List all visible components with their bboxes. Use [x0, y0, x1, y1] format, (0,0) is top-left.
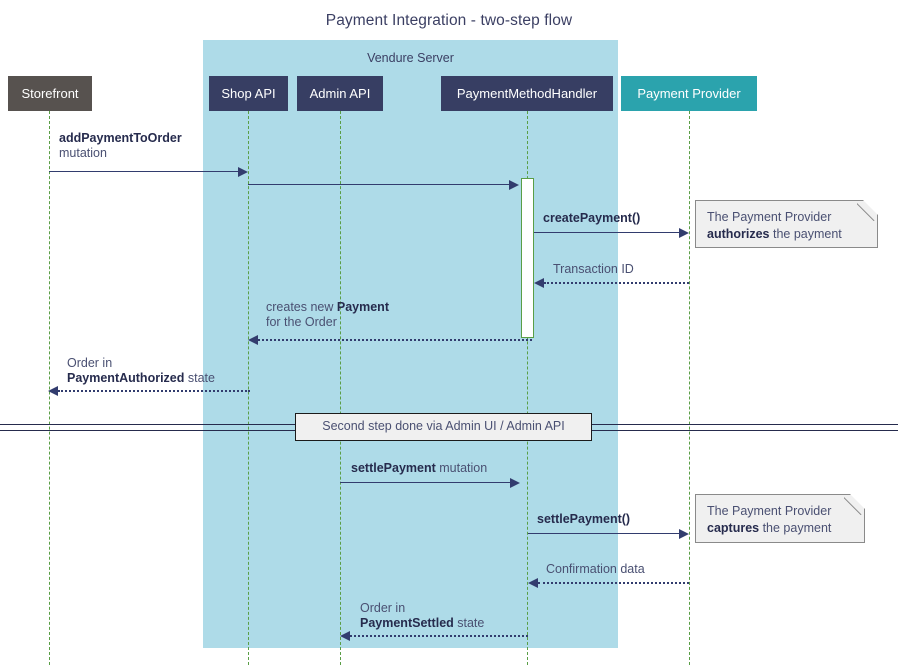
message-arrow-create-payment [534, 232, 680, 233]
message-label-add-payment-to-order: addPaymentToOrder mutation [59, 131, 182, 161]
participant-payment-provider[interactable]: Payment Provider [621, 76, 757, 111]
participant-admin-api[interactable]: Admin API [297, 76, 383, 111]
message-label-bold: settlePayment [351, 461, 436, 475]
message-label-confirmation-data: Confirmation data [546, 562, 645, 576]
arrow-head-right-icon [679, 228, 689, 238]
note-captures: The Payment Provider captures the paymen… [695, 494, 865, 543]
note-line-2-bold: authorizes [707, 227, 770, 241]
message-arrow-shop-api-to-handler [248, 184, 510, 185]
participant-payment-method-handler[interactable]: PaymentMethodHandler [441, 76, 613, 111]
message-label-order-payment-authorized: Order in PaymentAuthorized state [67, 356, 215, 386]
message-label-bold: createPayment() [543, 211, 641, 225]
message-label-order-payment-settled: Order in PaymentSettled state [360, 601, 484, 631]
message-label-line-1-pre: creates new [266, 300, 337, 314]
arrow-head-left-icon [48, 386, 58, 396]
arrow-head-right-icon [509, 180, 519, 190]
note-line-2-bold: captures [707, 521, 760, 535]
message-label-rest: mutation [435, 461, 488, 475]
message-label-line-2-bold: PaymentSettled [360, 616, 454, 630]
note-authorizes: The Payment Provider authorizes the paym… [695, 200, 878, 248]
arrow-head-left-icon [340, 631, 350, 641]
message-label-bold: addPaymentToOrder [59, 131, 182, 145]
message-arrow-add-payment-to-order [49, 171, 240, 172]
note-fold-edge-icon [857, 200, 878, 221]
lifeline-shop-api [248, 111, 249, 665]
message-label-transaction-id: Transaction ID [553, 262, 634, 276]
activation-bar-payment-method-handler [521, 178, 534, 338]
message-label-line-2: for the Order [266, 315, 337, 329]
lifeline-payment-provider [689, 111, 690, 665]
lifeline-admin-api [340, 111, 341, 665]
message-arrow-order-payment-authorized [58, 390, 250, 392]
message-arrow-confirmation-data [538, 582, 689, 584]
message-label-settle-payment-mutation: settlePayment mutation [351, 461, 487, 476]
message-arrow-transaction-id [544, 282, 689, 284]
note-line-2: captures the payment [707, 520, 853, 537]
arrow-head-left-icon [534, 278, 544, 288]
message-arrow-settle-payment-call [528, 533, 680, 534]
message-arrow-creates-new-payment [258, 339, 532, 341]
message-label-line-2: PaymentAuthorized state [67, 371, 215, 386]
group-box-vendure-server [203, 40, 618, 648]
arrow-head-right-icon [238, 167, 248, 177]
message-arrow-settle-payment-mutation [340, 482, 511, 483]
message-label-rest: mutation [59, 146, 107, 160]
arrow-head-right-icon [679, 529, 689, 539]
arrow-head-right-icon [510, 478, 520, 488]
message-label-creates-new-payment: creates new Payment for the Order [266, 300, 389, 330]
note-line-2: authorizes the payment [707, 226, 866, 243]
diagram-title: Payment Integration - two-step flow [325, 12, 573, 29]
note-fold-edge-icon [844, 494, 865, 515]
arrow-head-left-icon [528, 578, 538, 588]
message-label-settle-payment-call: settlePayment() [537, 512, 630, 527]
message-label-bold: settlePayment() [537, 512, 631, 526]
message-label-line-1-bold: Payment [336, 300, 389, 314]
participant-shop-api[interactable]: Shop API [209, 76, 288, 111]
message-label-line-2-rest: state [453, 616, 485, 630]
participant-storefront[interactable]: Storefront [8, 76, 92, 111]
message-label-line-1: Order in [360, 601, 406, 615]
message-label-line-1: Order in [67, 356, 113, 370]
note-line-1: The Payment Provider [707, 210, 832, 224]
group-label-vendure-server: Vendure Server [367, 51, 454, 65]
note-line-2-rest: the payment [759, 521, 832, 535]
arrow-head-left-icon [248, 335, 258, 345]
message-label-line-2-rest: state [184, 371, 215, 385]
note-line-2-rest: the payment [769, 227, 842, 241]
message-label-line-1: creates new Payment [266, 300, 389, 315]
divider-label-second-step: Second step done via Admin UI / Admin AP… [295, 413, 592, 441]
lifeline-payment-method-handler [527, 111, 528, 665]
message-label-line-2: PaymentSettled state [360, 616, 484, 631]
message-label-line-2-bold: PaymentAuthorized [67, 371, 185, 385]
message-label-create-payment: createPayment() [543, 211, 640, 226]
message-arrow-order-payment-settled [350, 635, 528, 637]
note-line-1: The Payment Provider [707, 504, 832, 518]
